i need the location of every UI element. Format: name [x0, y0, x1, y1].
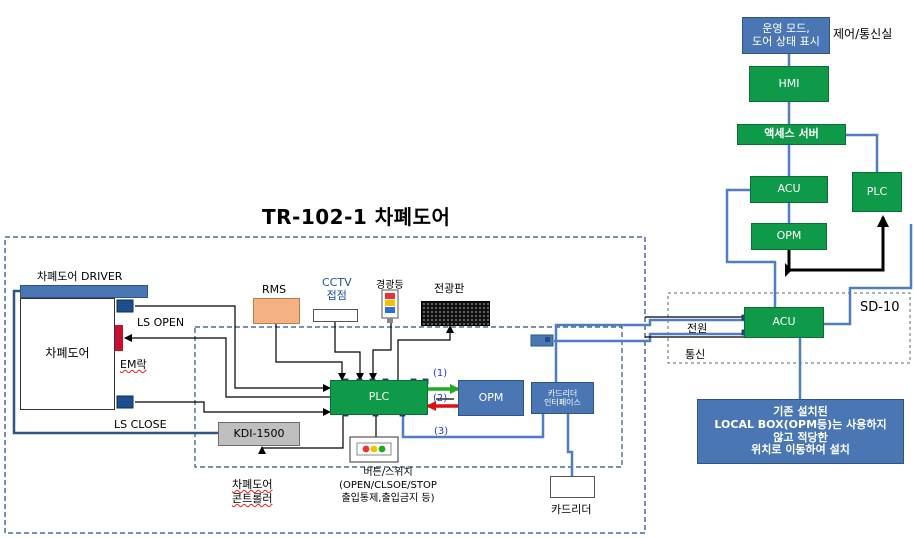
em-lock-label: EM락 — [120, 358, 147, 371]
em-lock-bar — [115, 325, 123, 351]
arrow-2-label: (2) — [433, 393, 448, 404]
sd-10-acu-node: ACU — [744, 307, 824, 338]
kdi-1500-box: KDI-1500 — [218, 422, 300, 446]
warning-light-label: 경광등 — [376, 280, 404, 291]
ls-close-label: LS CLOSE — [114, 418, 167, 431]
plc-node: PLC — [330, 380, 428, 415]
buttons-line3: 출입통제,출입금지 등) — [341, 493, 435, 504]
ls-open-switch — [116, 299, 134, 313]
arrow-3-label: (3) — [434, 426, 449, 437]
buttons-line1: 버튼/스위치 — [363, 467, 413, 478]
controller-line2: 콘트롤러 — [232, 491, 273, 505]
door-driver-label: 차폐도어 DRIVER — [37, 270, 123, 283]
card-reader-label: 카드리더 — [551, 503, 592, 516]
access-server-node: 액세스 서버 — [737, 124, 846, 145]
door-panel: 차폐도어 — [20, 298, 115, 410]
note-line3: 않고 적당한 — [773, 430, 828, 444]
cr-opm-node: OPM — [751, 223, 827, 250]
note-line4: 위치로 이동하여 설치 — [751, 443, 850, 457]
display-status-box: 운영 모드, 도어 상태 표시 — [742, 17, 830, 54]
sd-10-label: SD-10 — [860, 300, 900, 315]
opm-node: OPM — [458, 380, 524, 416]
display-board-box — [421, 301, 490, 326]
tr-102-1-region — [4, 236, 646, 534]
power-label: 전원 — [687, 322, 708, 335]
rms-box — [253, 298, 300, 324]
display-status-line2: 도어 상태 표시 — [752, 34, 820, 48]
ls-close-switch — [116, 395, 134, 409]
card-reader-interface-node: 카드리더 인터페이스 — [531, 382, 594, 414]
button-switch-label: 버튼/스위치 (OPEN/CLSOE/STOP 출입통제,출입금지 등) — [322, 466, 454, 505]
comm-label: 통신 — [685, 348, 706, 361]
note-line2: LOCAL BOX(OPM등)는 사용하지 — [714, 417, 887, 431]
hmi-node: HMI — [749, 66, 829, 102]
cctv-label-line2: 접점 — [326, 289, 347, 303]
cctv-label-line1: CCTV — [322, 276, 352, 289]
cr-acu-node: ACU — [750, 176, 828, 203]
display-status-line1: 운영 모드, — [762, 21, 810, 35]
junction-box — [530, 334, 554, 347]
relocation-note: 기존 설치된 LOCAL BOX(OPM등)는 사용하지 않고 적당한 위치로 … — [697, 399, 904, 464]
arrow-1-label: (1) — [433, 368, 448, 379]
rms-label: RMS — [262, 283, 287, 296]
card-if-line2: 인터페이스 — [544, 398, 581, 407]
controller-region — [194, 326, 623, 468]
sd-10-region — [667, 292, 911, 364]
controller-line1: 차폐도어 — [232, 478, 273, 491]
warning-light-icon — [381, 289, 399, 323]
ls-open-label: LS OPEN — [137, 316, 185, 329]
cr-plc-node: PLC — [852, 172, 902, 212]
cctv-label: CCTV 접점 — [322, 276, 352, 302]
buttons-line2: (OPEN/CLSOE/STOP — [339, 480, 437, 491]
control-room-label: 제어/통신실 — [833, 27, 893, 41]
button-panel-icon — [349, 436, 399, 463]
note-line1: 기존 설치된 — [773, 405, 828, 419]
display-board-label: 전광판 — [434, 282, 465, 295]
card-if-line1: 카드리더 — [547, 388, 578, 398]
door-driver-bar — [20, 285, 148, 298]
door-controller-label: 차폐도어 콘트롤러 — [232, 478, 272, 506]
cctv-contact-box — [313, 309, 358, 322]
card-reader-box — [550, 476, 595, 498]
diagram-title: TR-102-1 차폐도어 — [262, 205, 451, 229]
